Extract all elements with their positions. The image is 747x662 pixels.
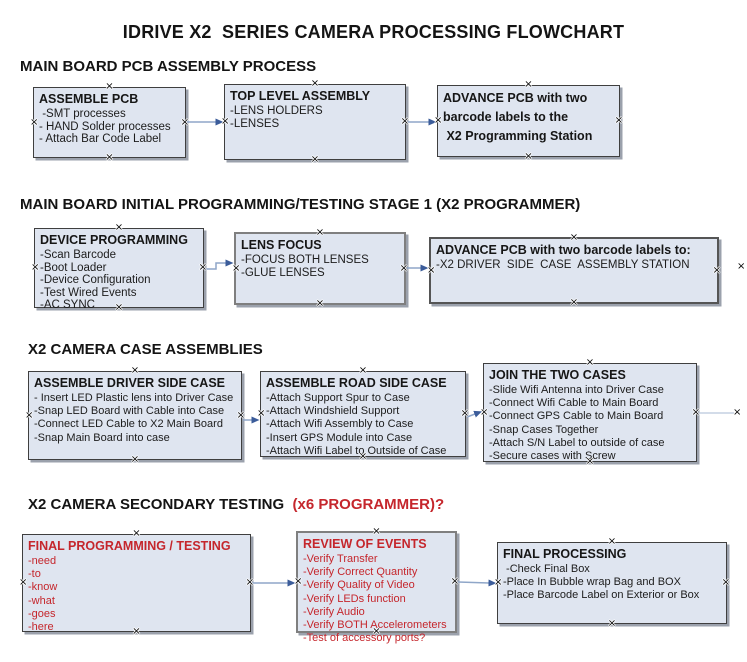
box-title: LENS FOCUS [241, 238, 322, 252]
section-heading-secondary-testing: X2 CAMERA SECONDARY TESTING (x6 PROGRAMM… [28, 496, 444, 513]
box-item: -Attach Windshield Support [266, 405, 400, 418]
box-title: TOP LEVEL ASSEMBLY [230, 89, 371, 103]
box-title: FINAL PROCESSING [503, 547, 627, 561]
flow-box-assemble-driver-side-case[interactable]: ASSEMBLE DRIVER SIDE CASE - Insert LED P… [25, 366, 245, 465]
box-item: -Test of accessory ports? [303, 632, 426, 645]
flow-box-advance-pcb-to-case-assembly[interactable]: ADVANCE PCB with two barcode labels to: … [427, 233, 721, 308]
box-item: -Test Wired Events [40, 286, 137, 299]
box-items: - Insert LED Plastic lens into Driver Ca… [34, 392, 236, 445]
box-item: -Verify LEDs function [303, 592, 406, 605]
box-items: -Slide Wifi Antenna into Driver Case-Con… [489, 384, 691, 463]
box-items: -LENS HOLDERS-LENSES [230, 105, 400, 130]
flow-box-top-level-assembly[interactable]: TOP LEVEL ASSEMBLY -LENS HOLDERS-LENSES … [221, 79, 409, 165]
box-item: -goes [28, 607, 56, 620]
box-item: -Attach Support Spur to Case [266, 392, 410, 404]
box-item: -LENS HOLDERS [230, 105, 323, 117]
flow-box-lens-focus[interactable]: LENS FOCUS -FOCUS BOTH LENSES-GLUE LENSE… [232, 228, 408, 309]
box-item: -Place Barcode Label on Exterior or Box [503, 589, 700, 602]
box-item: ADVANCE PCB with two [443, 91, 588, 105]
box-item: -Attach S/N Label to outside of case [489, 436, 665, 449]
anchor-marker-icon: × [737, 261, 746, 272]
box-item: -Snap Main Board into case [34, 431, 170, 444]
connector-arrow-elbow[interactable] [205, 259, 234, 270]
box-items: -Attach Support Spur to Case-Attach Wind… [266, 392, 460, 458]
box-item: barcode labels to the [443, 110, 569, 124]
box-item: - HAND Solder processes [39, 120, 171, 133]
box-title: REVIEW OF EVENTS [303, 537, 427, 551]
box-item: -Verify Correct Quantity [303, 566, 418, 579]
box-title: ASSEMBLE DRIVER SIDE CASE [34, 376, 226, 390]
box-item: -here [28, 621, 54, 634]
box-item: -Insert GPS Module into Case [266, 431, 413, 444]
box-title: ASSEMBLE PCB [39, 92, 139, 106]
section-heading-black-part: X2 CAMERA SECONDARY TESTING [28, 496, 293, 513]
section-heading-pcb-assembly: MAIN BOARD PCB ASSEMBLY PROCESS [20, 58, 317, 75]
box-item: -Attach Wifi Label to Outside of Case [266, 444, 447, 457]
box-item: -Boot Loader [40, 261, 107, 274]
flow-box-join-the-two-cases[interactable]: JOIN THE TWO CASES -Slide Wifi Antenna i… [480, 358, 700, 467]
box-item: -FOCUS BOTH LENSES [241, 254, 369, 266]
flow-box-review-of-events[interactable]: REVIEW OF EVENTS -Verify Transfer-Verify… [294, 527, 459, 645]
box-item: X2 Programming Station [443, 129, 593, 143]
box-item: -GLUE LENSES [241, 266, 325, 279]
section-heading-initial-programming: MAIN BOARD INITIAL PROGRAMMING/TESTING S… [20, 196, 581, 213]
box-item: -need [28, 555, 57, 567]
box-item: -Verify Transfer [303, 553, 378, 565]
box-item: -Place In Bubble wrap Bag and BOX [503, 576, 681, 589]
box-item: -X2 DRIVER SIDE CASE ASSEMBLY STATION [436, 259, 690, 271]
box-item: - Insert LED Plastic lens into Driver Ca… [34, 392, 234, 404]
box-item: -AC SYNC [40, 299, 95, 311]
box-item: -Snap Cases Together [489, 423, 599, 436]
box-item: -LENSES [230, 117, 280, 130]
connector-arrow[interactable] [466, 410, 483, 418]
box-item: -Slide Wifi Antenna into Driver Case [489, 384, 664, 396]
flow-box-device-programming[interactable]: DEVICE PROGRAMMING -Scan Barcode-Boot Lo… [31, 223, 207, 313]
box-item: -Device Configuration [40, 274, 151, 286]
page-title: IDRIVE X2 SERIES CAMERA PROCESSING FLOWC… [122, 22, 625, 42]
box-item: -Scan Barcode [40, 249, 117, 261]
box-title: JOIN THE TWO CASES [489, 368, 626, 382]
flow-box-assemble-pcb[interactable]: ASSEMBLE PCB -SMT processes- HAND Solder… [30, 82, 189, 163]
flow-box-advance-pcb-to-programming-station[interactable]: ADVANCE PCB with two barcode labels to th… [434, 80, 623, 162]
box-items: -Verify Transfer-Verify Correct Quantity… [303, 553, 450, 645]
box-title: ADVANCE PCB with two barcode labels to: [436, 243, 691, 257]
box-item: -Connect Wifi Cable to Main Board [489, 397, 659, 410]
box-items: -SMT processes- HAND Solder processes- A… [39, 108, 180, 146]
box-title: FINAL PROGRAMMING / TESTING [28, 539, 231, 553]
connector-arrow[interactable] [457, 579, 497, 587]
box-item: -Secure cases with Screw [489, 450, 616, 463]
box-items: -Check Final Box-Place In Bubble wrap Ba… [503, 563, 721, 603]
box-items: -need-to-know-what-goes-here [28, 555, 245, 634]
section-heading-case-assemblies: X2 CAMERA CASE ASSEMBLIES [28, 341, 263, 358]
box-items: -Scan Barcode-Boot Loader-Device Configu… [40, 249, 198, 312]
box-item: -Verify Audio [303, 605, 365, 618]
section-heading-red-part: (x6 PROGRAMMER)? [292, 496, 445, 513]
box-items: ADVANCE PCB with two barcode labels to th… [443, 89, 614, 146]
box-item: -know [28, 581, 58, 594]
box-title: DEVICE PROGRAMMING [40, 233, 188, 247]
box-items: -FOCUS BOTH LENSES-GLUE LENSES [241, 254, 399, 279]
box-item: -Snap LED Board with Cable into Case [34, 405, 225, 418]
box-item: -Check Final Box [503, 563, 590, 575]
flow-box-final-processing[interactable]: FINAL PROCESSING -Check Final Box-Place … [494, 537, 730, 629]
box-item: -what [28, 594, 55, 607]
box-item: -Attach Wifi Assembly to Case [266, 418, 414, 431]
box-item: -to [28, 568, 41, 581]
box-item: -Verify Quality of Video [303, 579, 415, 592]
box-item: -SMT processes [39, 108, 126, 120]
box-item: -Verify BOTH Accelerometers [303, 619, 447, 632]
box-item: -Connect LED Cable to X2 Main Board [34, 418, 223, 431]
box-title: ASSEMBLE ROAD SIDE CASE [266, 376, 447, 390]
box-item: - Attach Bar Code Label [39, 133, 162, 145]
box-items: -X2 DRIVER SIDE CASE ASSEMBLY STATION [436, 259, 712, 272]
flow-box-assemble-road-side-case[interactable]: ASSEMBLE ROAD SIDE CASE -Attach Support … [257, 366, 469, 462]
box-item: -Connect GPS Cable to Main Board [489, 410, 664, 423]
anchor-marker-icon: × [733, 407, 742, 418]
